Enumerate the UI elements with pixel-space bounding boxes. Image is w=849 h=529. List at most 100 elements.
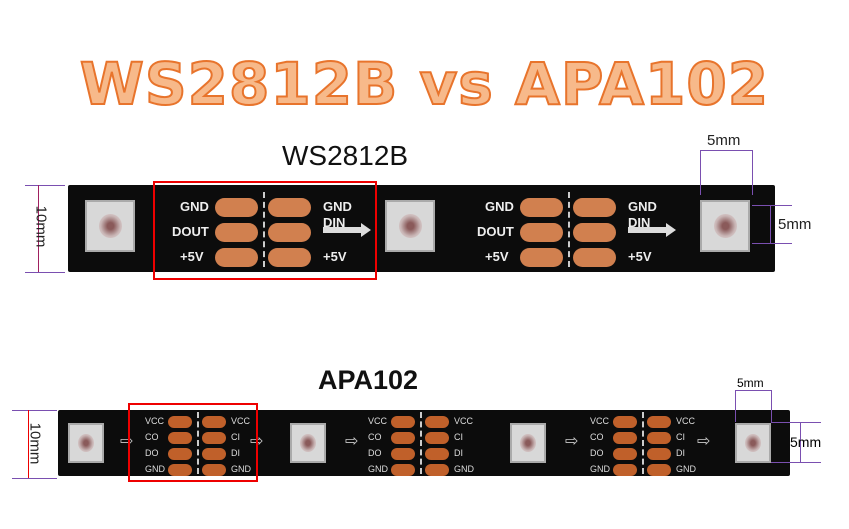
led-chip bbox=[68, 423, 104, 463]
led-chip bbox=[735, 423, 771, 463]
solder-pad bbox=[520, 198, 563, 217]
solder-pad bbox=[613, 448, 637, 460]
pin-label: VCC bbox=[231, 416, 251, 426]
pin-label: GND bbox=[368, 464, 388, 474]
pin-label: DO bbox=[590, 448, 604, 458]
solder-pad bbox=[168, 464, 192, 476]
data-arrow-icon: ⇨ bbox=[345, 433, 359, 450]
solder-pad bbox=[613, 432, 637, 444]
cut-line bbox=[642, 412, 644, 474]
pin-label: VCC bbox=[368, 416, 388, 426]
ws2812b-led-height-label: 5mm bbox=[778, 216, 812, 233]
ws2812b-led-width-label: 5mm bbox=[707, 132, 741, 149]
solder-pad bbox=[647, 432, 671, 444]
solder-pad bbox=[647, 416, 671, 428]
solder-pad bbox=[613, 416, 637, 428]
solder-pad bbox=[168, 432, 192, 444]
solder-pad bbox=[613, 464, 637, 476]
solder-pad bbox=[647, 464, 671, 476]
solder-pad bbox=[520, 223, 563, 242]
pin-label: VCC bbox=[145, 416, 165, 426]
dimension-line bbox=[771, 390, 772, 422]
solder-pad bbox=[268, 198, 311, 217]
apa102-led-height-label: 5mm bbox=[790, 434, 822, 450]
pin-label: DOUT bbox=[477, 224, 514, 239]
solder-pad bbox=[391, 464, 415, 476]
pin-label: GND bbox=[231, 464, 251, 474]
data-arrow-icon: ⇨ bbox=[120, 433, 134, 450]
dimension-line bbox=[12, 478, 57, 479]
dimension-line bbox=[700, 150, 752, 151]
pin-label: GND bbox=[323, 199, 352, 214]
dimension-line bbox=[12, 410, 57, 411]
dimension-line bbox=[752, 205, 792, 206]
pin-label: GND bbox=[454, 464, 474, 474]
dimension-line bbox=[735, 390, 771, 391]
pin-label: DI bbox=[676, 448, 685, 458]
pin-label: GND bbox=[180, 199, 209, 214]
dimension-line bbox=[700, 150, 701, 195]
solder-pad bbox=[268, 248, 311, 267]
pin-label: DIN bbox=[323, 215, 346, 230]
led-chip bbox=[85, 200, 135, 252]
solder-pad bbox=[202, 448, 226, 460]
pin-label: GND bbox=[676, 464, 696, 474]
solder-pad bbox=[391, 448, 415, 460]
solder-pad bbox=[202, 416, 226, 428]
cut-line bbox=[263, 192, 265, 267]
solder-pad bbox=[425, 416, 449, 428]
led-chip bbox=[290, 423, 326, 463]
pin-label: DO bbox=[368, 448, 382, 458]
dimension-line bbox=[771, 422, 821, 423]
data-arrow-icon: ⇨ bbox=[565, 433, 579, 450]
pin-label: CI bbox=[454, 432, 463, 442]
pin-label: GND bbox=[485, 199, 514, 214]
data-arrow-icon: ⇨ bbox=[697, 433, 711, 450]
dimension-line bbox=[735, 390, 736, 422]
led-chip bbox=[510, 423, 546, 463]
pin-label: DI bbox=[231, 448, 240, 458]
pin-label: VCC bbox=[676, 416, 696, 426]
apa102-height-label: 10mm bbox=[26, 422, 44, 465]
pin-label: CO bbox=[590, 432, 604, 442]
data-arrow-icon bbox=[361, 223, 371, 237]
page-title: WS2812B vs APA102 bbox=[79, 49, 770, 119]
dimension-line bbox=[771, 462, 821, 463]
dimension-line bbox=[25, 272, 65, 273]
data-arrow-icon bbox=[666, 223, 676, 237]
pin-label: CI bbox=[676, 432, 685, 442]
solder-pad bbox=[425, 432, 449, 444]
dimension-line bbox=[800, 422, 801, 462]
pin-label: +5V bbox=[180, 249, 204, 264]
pin-label: GND bbox=[628, 199, 657, 214]
cut-line bbox=[197, 412, 199, 474]
solder-pad bbox=[215, 223, 258, 242]
data-arrow-icon bbox=[323, 227, 363, 233]
pin-label: VCC bbox=[454, 416, 474, 426]
pin-label: DI bbox=[454, 448, 463, 458]
solder-pad bbox=[202, 432, 226, 444]
ws2812b-label: WS2812B bbox=[282, 140, 409, 171]
solder-pad bbox=[573, 248, 616, 267]
ws2812b-height-label: 10mm bbox=[32, 205, 50, 248]
pin-label: VCC bbox=[590, 416, 610, 426]
solder-pad bbox=[168, 416, 192, 428]
cut-line bbox=[420, 412, 422, 474]
solder-pad bbox=[215, 198, 258, 217]
solder-pad bbox=[647, 448, 671, 460]
pin-label: GND bbox=[590, 464, 610, 474]
led-chip bbox=[700, 200, 750, 252]
solder-pad bbox=[391, 416, 415, 428]
data-arrow-icon bbox=[628, 227, 668, 233]
pin-label: CO bbox=[145, 432, 159, 442]
dimension-line bbox=[38, 185, 39, 272]
solder-pad bbox=[520, 248, 563, 267]
pin-label: +5V bbox=[323, 249, 347, 264]
dimension-line bbox=[28, 410, 29, 478]
pin-label: +5V bbox=[485, 249, 509, 264]
dimension-line bbox=[752, 150, 753, 195]
led-chip bbox=[385, 200, 435, 252]
dimension-line bbox=[770, 205, 771, 243]
pin-label: CO bbox=[368, 432, 382, 442]
solder-pad bbox=[168, 448, 192, 460]
